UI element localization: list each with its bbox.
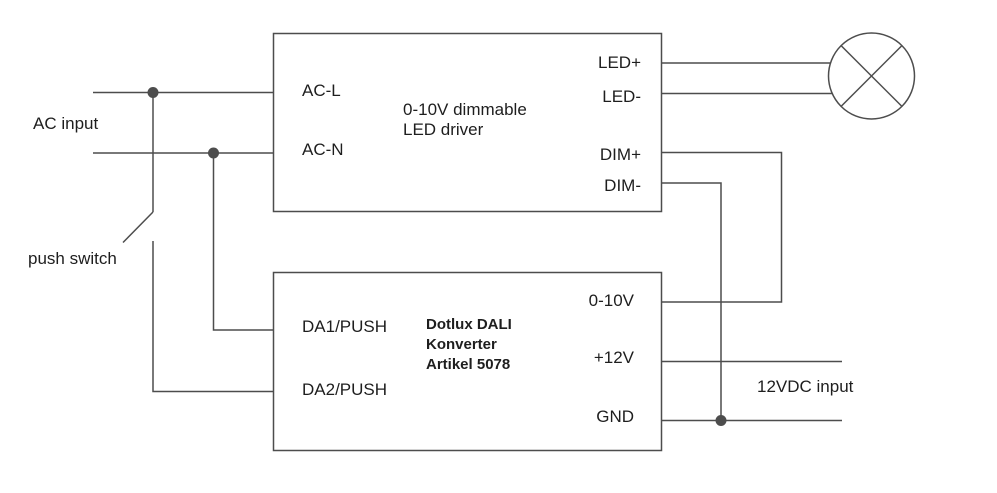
led-driver-title-line1: 0-10V dimmable xyxy=(403,100,527,119)
lamp-icon xyxy=(827,32,916,120)
terminal-da1: DA1/PUSH xyxy=(302,317,388,336)
dali-konverter-title-line3: Artikel 5078 xyxy=(426,356,511,373)
terminal-dim-neg: DIM- xyxy=(604,176,641,195)
vdc-input-label: 12VDC input xyxy=(757,377,854,396)
dali-konverter-title-line2: Konverter xyxy=(426,336,497,353)
junction-dot-ac-n xyxy=(208,147,219,159)
push-switch-label: push switch xyxy=(28,249,117,268)
terminal-led-neg: LED- xyxy=(602,87,641,106)
dim-neg-to-gnd-wire xyxy=(661,182,722,421)
terminal-0-10v: 0-10V xyxy=(588,291,634,310)
terminal-led-pos: LED+ xyxy=(598,53,641,72)
led-driver-title-line2: LED driver xyxy=(403,120,484,139)
junction-dot-ac-l xyxy=(147,87,159,98)
ac-input-label: AC input xyxy=(33,114,99,133)
switch-to-da2-wire xyxy=(152,241,274,393)
terminal-ac-l: AC-L xyxy=(302,81,341,100)
led-driver-title: 0-10V dimmable LED driver xyxy=(403,100,527,140)
terminal-ac-n: AC-N xyxy=(302,140,344,159)
led-driver-box xyxy=(272,32,663,213)
junction-dot-gnd xyxy=(715,415,727,426)
dali-konverter-title-line1: Dotlux DALI xyxy=(426,316,512,333)
terminal-gnd: GND xyxy=(596,407,634,426)
terminal-dim-pos: DIM+ xyxy=(599,145,641,164)
acn-to-da1-wire xyxy=(212,153,274,331)
terminal-12v: +12V xyxy=(593,348,634,367)
terminal-da2: DA2/PUSH xyxy=(302,380,388,399)
push-switch-icon xyxy=(122,211,154,244)
dali-konverter-title: Dotlux DALI Konverter Artikel 5078 xyxy=(426,315,512,375)
